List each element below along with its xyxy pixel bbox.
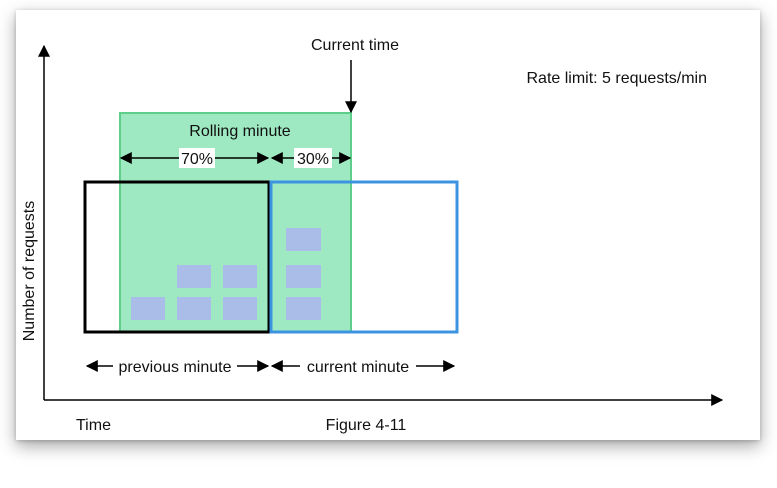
pct-curr-label-bg xyxy=(294,148,332,168)
request-block xyxy=(223,297,257,320)
x-axis-label: Time xyxy=(76,417,111,434)
previous-minute-label: previous minute xyxy=(119,359,232,376)
current-minute-requests xyxy=(286,228,321,320)
previous-minute-label-bg xyxy=(113,355,237,377)
pct-prev-label: 70% xyxy=(181,151,213,168)
current-time-label: Current time xyxy=(311,37,399,54)
request-block xyxy=(177,297,211,320)
pct-curr-label: 30% xyxy=(297,151,329,168)
current-minute-window xyxy=(269,180,459,334)
current-minute-label: current minute xyxy=(307,359,409,376)
figure-caption: Figure 4-11 xyxy=(326,417,407,434)
pct-prev-label-bg xyxy=(179,148,215,168)
previous-minute-requests xyxy=(131,265,257,320)
request-block xyxy=(223,265,257,288)
request-block xyxy=(286,228,321,251)
request-block xyxy=(177,265,211,288)
rate-limit-label: Rate limit: 5 requests/min xyxy=(526,70,707,87)
request-block xyxy=(286,265,321,288)
request-block xyxy=(131,297,165,320)
rolling-minute-label: Rolling minute xyxy=(189,123,290,140)
request-block xyxy=(286,297,321,320)
previous-minute-window xyxy=(83,180,271,334)
current-minute-label-bg xyxy=(300,355,416,377)
y-axis-label: Number of requests xyxy=(21,201,38,342)
